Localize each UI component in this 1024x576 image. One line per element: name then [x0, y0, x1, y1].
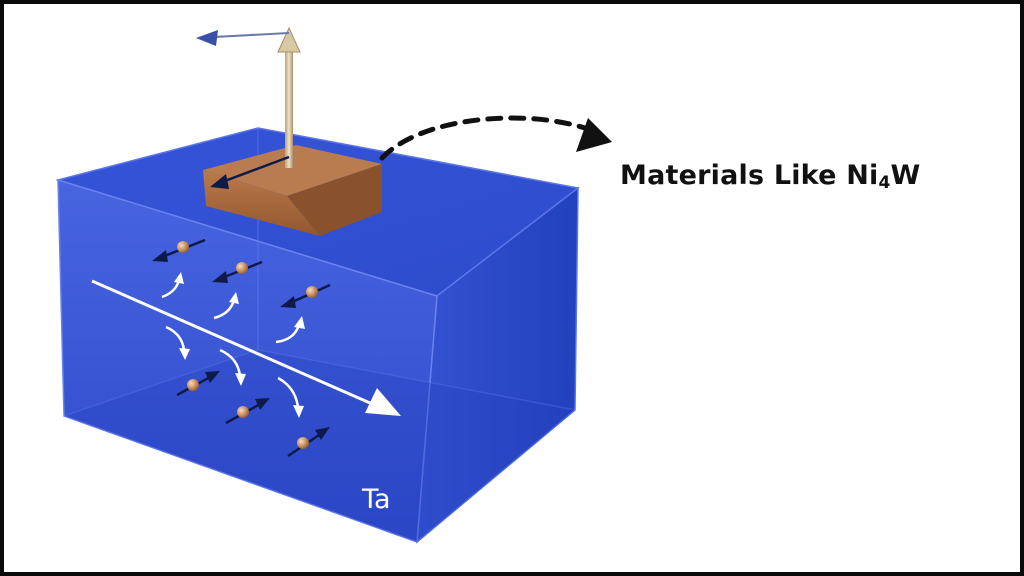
box-front-face	[57, 178, 438, 544]
callout-text: Materials Like Ni4W	[620, 160, 921, 193]
block-top-face	[203, 145, 382, 196]
charge-current-arrow	[91, 279, 401, 416]
deflection-arrows-up	[161, 272, 305, 344]
spin-electrons-lower	[176, 371, 330, 458]
box-inner-edge	[63, 349, 259, 417]
electron-spin	[225, 398, 270, 425]
block-front-face	[203, 170, 320, 236]
callout-text-end: W	[890, 160, 921, 191]
deflection-arrows-down	[165, 325, 304, 418]
callout-subscript: 4	[878, 173, 891, 193]
magnet-block	[203, 145, 382, 236]
electron-spin	[152, 238, 206, 262]
callout-arrow	[379, 115, 612, 161]
callout-dashed-path	[379, 115, 588, 161]
spin-electrons-upper	[152, 238, 331, 308]
magnetization-arrow	[196, 26, 301, 189]
spin-precession-line	[213, 32, 290, 38]
current-arrowhead	[365, 388, 401, 416]
block-spin-arrowhead	[210, 174, 229, 189]
block-side-face	[287, 164, 382, 236]
electron-spin	[212, 260, 263, 283]
spin-precession-arrowhead	[196, 30, 218, 46]
callout-text-main: Materials Like Ni	[620, 160, 879, 191]
magnetization-rod	[285, 50, 293, 168]
electron-spin	[176, 371, 220, 397]
electron-spin	[287, 427, 330, 458]
callout-arrowhead	[576, 118, 612, 152]
electron-spin	[280, 283, 331, 308]
box-inner-floor	[64, 350, 575, 542]
magnetization-arrowhead	[277, 26, 301, 53]
block-spin-arrow	[221, 155, 290, 184]
current-line	[91, 279, 371, 405]
material-label-ta: Ta	[361, 484, 391, 515]
